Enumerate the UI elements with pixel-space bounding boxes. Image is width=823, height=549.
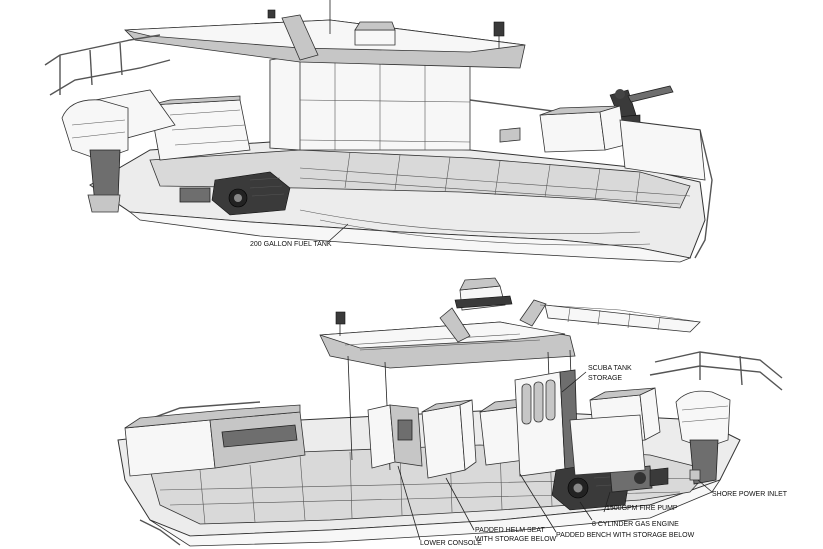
shore-power-inlet (689, 469, 701, 481)
lower-console-leader (397, 465, 421, 541)
top-outboard-motors (61, 99, 129, 213)
callout-fuel-tank: 200 GALLON FUEL TANK (250, 241, 332, 248)
bottom-search-light (335, 311, 346, 325)
top-stern-rails (44, 34, 171, 96)
callout-scuba-line1: SCUBA TANK (588, 365, 632, 372)
callout-helm-seat-line2: WITH STORAGE BELOW (475, 536, 557, 543)
gas-engine-leader (579, 501, 593, 521)
callout-shore-power: SHORE POWER INLET (712, 491, 788, 498)
fuel-tank-leader (327, 223, 349, 243)
fire-pump-leader (603, 491, 611, 513)
bottom-stern-rails (649, 351, 783, 391)
callout-scuba-line2: STORAGE (588, 375, 622, 382)
callout-gas-engine: 8 CYLINDER GAS ENGINE (592, 521, 679, 528)
callout-fire-pump: 1500GPM FIRE PUMP (606, 505, 678, 512)
shore-power-leader (697, 479, 713, 493)
bench-leader (519, 473, 557, 533)
callout-helm-seat-line1: PADDED HELM SEAT (475, 527, 545, 534)
bottom-boat-view: SCUBA TANK STORAGE 1500GPM FIRE PUMP 8 C… (117, 277, 788, 547)
callout-padded-bench: PADDED BENCH WITH STORAGE BELOW (556, 532, 695, 539)
scuba-leader (561, 371, 587, 393)
top-mast-frame (281, 14, 319, 61)
fire-pump (609, 465, 669, 493)
scuba-tank-storage (514, 369, 579, 477)
helm-seat-leader (445, 477, 475, 531)
helm-seat (421, 404, 466, 479)
top-engine (179, 171, 291, 216)
callout-lower-console: LOWER CONSOLE (420, 540, 482, 547)
top-boat-view: 200 GALLON FUEL TANK (44, 0, 713, 263)
top-search-light (493, 21, 505, 37)
